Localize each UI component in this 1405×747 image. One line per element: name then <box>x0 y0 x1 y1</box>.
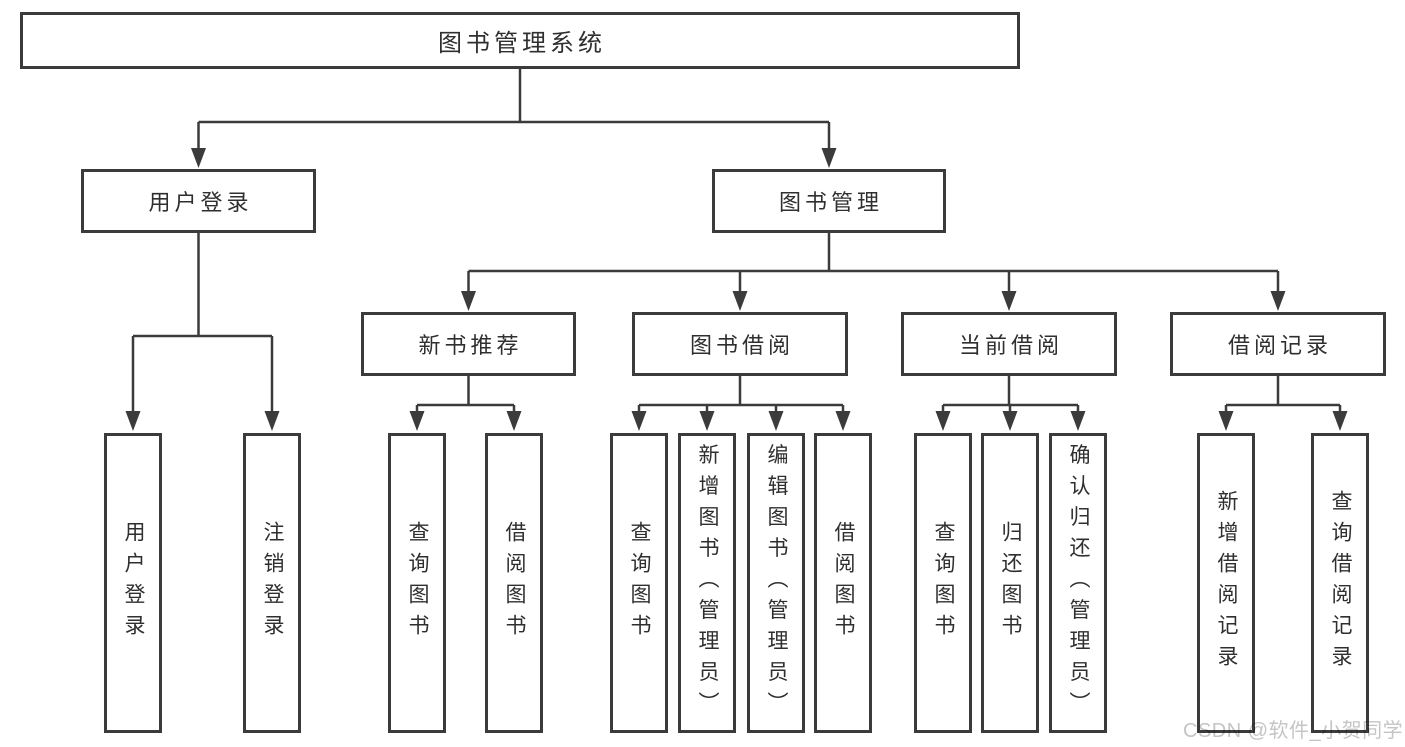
node-user-login-label: 用户登录 <box>148 190 253 215</box>
node-library-management-system: 图书管理系统 <box>20 12 1020 69</box>
connector-records-to-leaves <box>1224 376 1342 416</box>
connector-root-to-level2 <box>197 69 831 153</box>
node-current-borrow-label: 当前借阅 <box>958 333 1063 358</box>
node-current-borrow: 当前借阅 <box>901 312 1117 376</box>
node-new-book-recommend: 新书推荐 <box>361 312 576 376</box>
leaf-query-books-borrow-label: 查询图书 <box>628 521 651 645</box>
leaf-query-books-borrow: 查询图书 <box>610 433 668 733</box>
leaf-confirm-return-admin: 确认归还（管理员） <box>1049 433 1107 733</box>
arrowhead-icon <box>125 411 141 431</box>
node-borrow-records: 借阅记录 <box>1170 312 1386 376</box>
arrowhead-icon <box>1218 411 1234 431</box>
leaf-add-borrow-record-label: 新增借阅记录 <box>1215 490 1238 676</box>
arrowhead-icon <box>732 291 748 311</box>
leaf-borrow-books-label: 借阅图书 <box>832 521 855 645</box>
connector-bookborrow-to-leaves <box>637 376 845 416</box>
leaf-return-book: 归还图书 <box>981 433 1039 733</box>
leaf-user-login-label: 用户登录 <box>122 521 145 645</box>
csdn-watermark: CSDN @软件_小贺同学 <box>1183 720 1404 742</box>
leaf-query-books-recommend-label: 查询图书 <box>406 521 429 645</box>
arrowhead-icon <box>835 411 851 431</box>
node-book-borrow: 图书借阅 <box>632 312 848 376</box>
arrowhead-icon <box>191 148 206 168</box>
arrowheads <box>125 148 1348 431</box>
leaf-edit-book-admin-label: 编辑图书（管理员） <box>765 443 788 723</box>
connector-bookmgmt-to-level3 <box>467 233 1280 296</box>
leaf-add-borrow-record: 新增借阅记录 <box>1197 433 1255 733</box>
leaf-query-books-current-label: 查询图书 <box>932 521 955 645</box>
node-new-book-recommend-label: 新书推荐 <box>418 333 523 358</box>
arrowhead-icon <box>1001 291 1017 311</box>
arrowhead-icon <box>935 411 951 431</box>
arrowhead-icon <box>1270 291 1286 311</box>
leaf-query-books-recommend: 查询图书 <box>388 433 446 733</box>
leaf-confirm-return-admin-label: 确认归还（管理员） <box>1067 443 1090 723</box>
leaf-logout: 注销登录 <box>243 433 301 733</box>
leaf-borrow-books: 借阅图书 <box>814 433 872 733</box>
leaf-add-book-admin-label: 新增图书（管理员） <box>696 443 719 723</box>
arrowhead-icon <box>1070 411 1086 431</box>
node-user-login: 用户登录 <box>81 169 316 233</box>
leaf-borrow-books-recommend: 借阅图书 <box>485 433 543 733</box>
leaf-query-borrow-record-label: 查询借阅记录 <box>1329 490 1352 676</box>
connector-recommend-to-leaves <box>415 376 516 416</box>
arrowhead-icon <box>264 411 280 431</box>
arrowhead-icon <box>631 411 647 431</box>
node-book-borrow-label: 图书借阅 <box>689 333 794 358</box>
node-book-management-label: 图书管理 <box>778 190 883 215</box>
leaf-return-book-label: 归还图书 <box>999 521 1022 645</box>
arrowhead-icon <box>699 411 715 431</box>
arrowhead-icon <box>461 291 476 311</box>
arrowhead-icon <box>409 411 425 431</box>
arrowhead-icon <box>821 148 837 168</box>
arrowhead-icon <box>1332 411 1348 431</box>
leaf-borrow-books-recommend-label: 借阅图书 <box>503 521 526 645</box>
leaf-query-books-current: 查询图书 <box>914 433 972 733</box>
leaf-logout-label: 注销登录 <box>261 521 284 645</box>
leaf-user-login: 用户登录 <box>104 433 162 733</box>
connector-userlogin-to-leaves <box>131 233 274 416</box>
leaf-edit-book-admin: 编辑图书（管理员） <box>747 433 805 733</box>
arrowhead-icon <box>506 411 522 431</box>
connector-currentborrow-to-leaves <box>941 376 1080 416</box>
node-book-management: 图书管理 <box>712 169 946 233</box>
leaf-add-book-admin: 新增图书（管理员） <box>678 433 736 733</box>
arrowhead-icon <box>768 411 784 431</box>
leaf-query-borrow-record: 查询借阅记录 <box>1311 433 1369 733</box>
arrowhead-icon <box>1002 411 1018 431</box>
node-library-management-system-label: 图书管理系统 <box>438 30 606 57</box>
node-borrow-records-label: 借阅记录 <box>1227 333 1332 358</box>
